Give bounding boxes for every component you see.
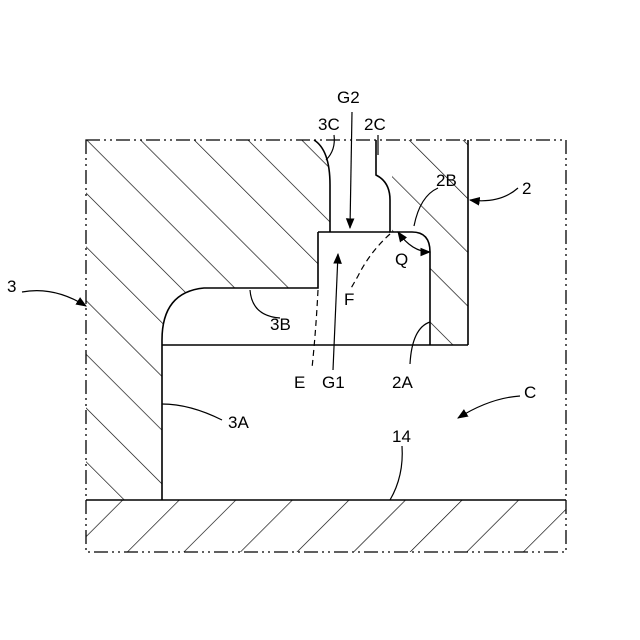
arrow-g2 (350, 112, 352, 228)
label-2b: 2B (436, 171, 457, 190)
leader-c (458, 396, 520, 418)
label-q: Q (395, 250, 408, 269)
arrow-g1 (333, 254, 338, 370)
label-3a: 3A (228, 413, 249, 432)
label-3: 3 (7, 277, 16, 296)
part-3-body (86, 140, 330, 500)
label-g2: G2 (337, 88, 360, 107)
label-g1: G1 (322, 373, 345, 392)
leader-3b (250, 290, 280, 318)
label-3b: 3B (270, 315, 291, 334)
label-2a: 2A (392, 373, 413, 392)
leader-14 (390, 446, 402, 500)
dashed-line-f (350, 234, 390, 290)
dashed-line-e (312, 290, 318, 368)
member-14-body (86, 500, 566, 552)
leader-2a (410, 322, 430, 364)
label-14: 14 (392, 427, 411, 446)
label-c: C (524, 383, 536, 402)
label-2c: 2C (364, 115, 386, 134)
leader-3a (162, 404, 222, 420)
label-2: 2 (522, 179, 531, 198)
leader-2 (470, 188, 518, 201)
leader-3c (326, 135, 334, 160)
leader-3 (22, 291, 86, 306)
label-e: E (294, 373, 305, 392)
label-f: F (344, 290, 354, 309)
label-3c: 3C (318, 115, 340, 134)
